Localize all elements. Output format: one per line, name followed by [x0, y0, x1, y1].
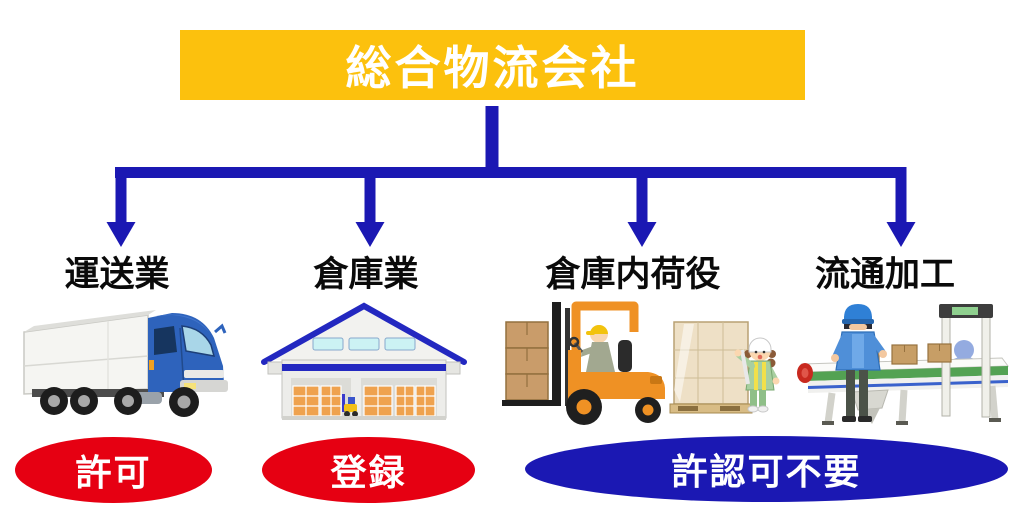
root-node-title: 総合物流会社 — [180, 30, 805, 100]
scanner-gate — [939, 304, 993, 418]
branch-label-distribution-processing: 流通加工 — [814, 255, 955, 294]
mini-forklift — [342, 394, 358, 417]
conveyor-illustration — [797, 304, 1009, 425]
processing-worker — [831, 304, 887, 422]
forklift-illustration — [502, 301, 780, 425]
pallet-load — [669, 321, 753, 414]
branch-label-transport: 運送業 — [64, 255, 170, 294]
warehouse-illustration — [261, 302, 467, 420]
truck-illustration — [23, 310, 228, 417]
conveyor-belt — [797, 357, 1009, 425]
badge-registration: 登録 — [262, 437, 475, 503]
connector-lines — [106, 106, 916, 247]
branch-label-cargo-handling: 倉庫内荷役 — [545, 255, 721, 294]
branch-label-warehouse: 倉庫業 — [313, 255, 419, 294]
badge-permission: 許可 — [15, 437, 212, 503]
badge-no-license-required: 許認可不要 — [525, 436, 1008, 502]
warehouse-worker — [734, 337, 780, 413]
